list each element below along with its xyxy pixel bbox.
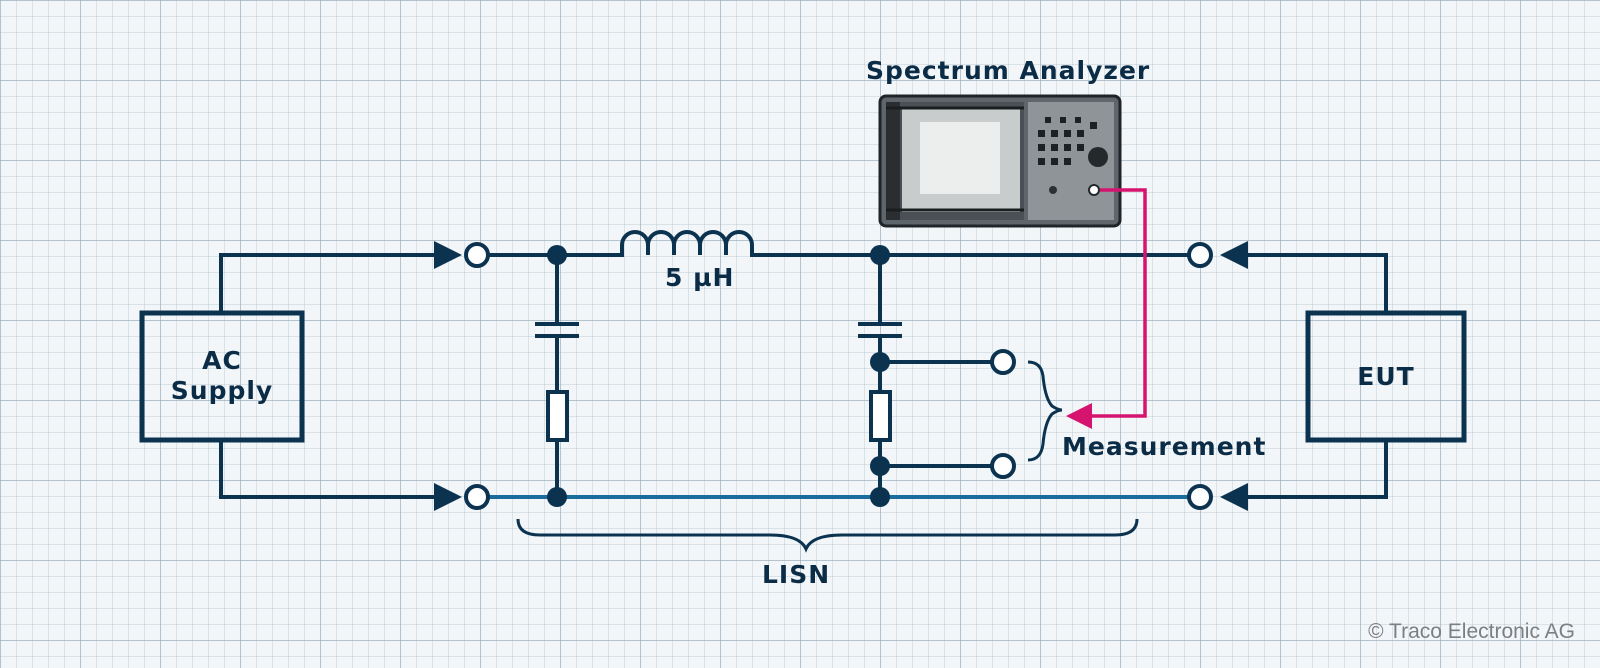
junction-bottom-left bbox=[547, 487, 567, 507]
measurement-brace bbox=[1027, 360, 1063, 462]
terminal-eut-top bbox=[1187, 242, 1213, 268]
eut-top-wire bbox=[1238, 253, 1388, 315]
junction-top-left bbox=[547, 245, 567, 265]
supply-bottom-wire bbox=[219, 438, 442, 499]
supply-top-arrow bbox=[434, 241, 462, 269]
junction-tap-top bbox=[870, 352, 890, 372]
ac-supply-label-line2: Supply bbox=[170, 376, 274, 405]
terminal-supply-bottom bbox=[464, 484, 490, 510]
analyzer-knob bbox=[1088, 147, 1108, 167]
eut-label: EUT bbox=[1357, 362, 1415, 391]
ac-supply-label-line1: AC bbox=[202, 346, 242, 375]
junction-top-right bbox=[870, 245, 890, 265]
spectrum-analyzer bbox=[878, 94, 1122, 228]
ac-supply-label: AC Supply bbox=[142, 346, 302, 406]
analyzer-port-1 bbox=[1049, 186, 1057, 194]
junction-bottom-right bbox=[870, 487, 890, 507]
junction-tap-bottom bbox=[870, 456, 890, 476]
left-resistor bbox=[546, 390, 569, 442]
inductor-label: 5 µH bbox=[665, 263, 735, 292]
measurement-link bbox=[1090, 188, 1147, 418]
supply-bottom-arrow bbox=[434, 483, 462, 511]
terminal-eut-bottom bbox=[1187, 484, 1213, 510]
analyzer-side-strip bbox=[886, 102, 900, 220]
lisn-label: LISN bbox=[762, 560, 831, 589]
terminal-measure-top bbox=[990, 349, 1016, 375]
eut-top-arrow bbox=[1220, 241, 1248, 269]
copyright-notice: © Traco Electronic AG bbox=[1368, 620, 1575, 643]
eut-bottom-wire bbox=[1238, 438, 1388, 499]
measurement-label: Measurement bbox=[1062, 432, 1267, 461]
analyzer-keypad bbox=[1038, 117, 1097, 165]
lisn-brace bbox=[516, 518, 1139, 553]
terminal-supply-top bbox=[464, 242, 490, 268]
eut-bottom-arrow bbox=[1220, 483, 1248, 511]
measurement-link-arrow bbox=[1066, 403, 1092, 429]
terminal-measure-bottom bbox=[990, 453, 1016, 479]
inductor-coil bbox=[620, 230, 754, 257]
analyzer-label: Spectrum Analyzer bbox=[866, 56, 1151, 85]
analyzer-screen-glow bbox=[920, 122, 1000, 194]
supply-top-wire bbox=[219, 253, 442, 315]
right-resistor bbox=[869, 390, 892, 442]
analyzer-port-input bbox=[1088, 184, 1100, 196]
